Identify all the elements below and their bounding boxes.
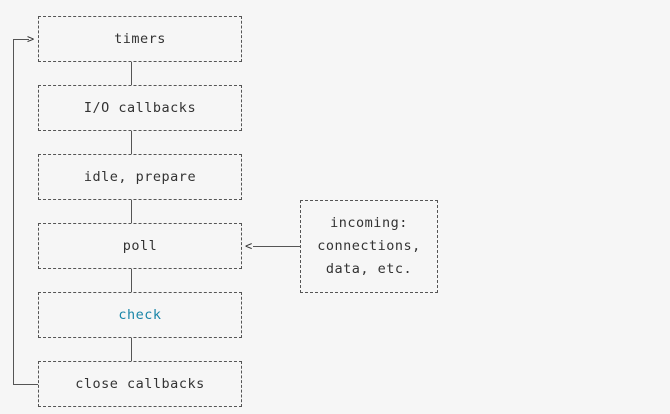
incoming-box: incoming: connections, data, etc. xyxy=(300,200,438,293)
incoming-line-2: connections, xyxy=(317,238,421,254)
phase-label-timers: timers xyxy=(114,31,166,47)
phase-label-close-callbacks: close callbacks xyxy=(75,376,205,392)
phase-box-close-callbacks: close callbacks xyxy=(38,361,242,407)
phase-label-idle-prepare: idle, prepare xyxy=(83,169,197,185)
incoming-arrow-head: < xyxy=(245,239,253,253)
incoming-line-3: data, etc. xyxy=(325,261,413,277)
phase-label-poll: poll xyxy=(122,238,158,254)
connector-timers-io xyxy=(131,62,132,85)
phase-box-idle-prepare: idle, prepare xyxy=(38,154,242,200)
loop-line-bottom xyxy=(13,384,38,385)
phase-box-check: check xyxy=(38,292,242,338)
loop-line-top xyxy=(13,39,29,40)
phase-label-io-callbacks: I/O callbacks xyxy=(83,100,197,116)
loop-line-vertical xyxy=(13,39,14,385)
incoming-arrow-line xyxy=(253,246,300,247)
phase-box-io-callbacks: I/O callbacks xyxy=(38,85,242,131)
connector-poll-check xyxy=(131,269,132,292)
connector-check-close xyxy=(131,338,132,361)
incoming-line-1: incoming: xyxy=(330,215,408,231)
phase-box-timers: timers xyxy=(38,16,242,62)
connector-idle-poll xyxy=(131,200,132,223)
loop-arrow-head: > xyxy=(27,32,35,46)
phase-box-poll: poll xyxy=(38,223,242,269)
phase-label-check: check xyxy=(118,307,162,323)
connector-io-idle xyxy=(131,131,132,154)
